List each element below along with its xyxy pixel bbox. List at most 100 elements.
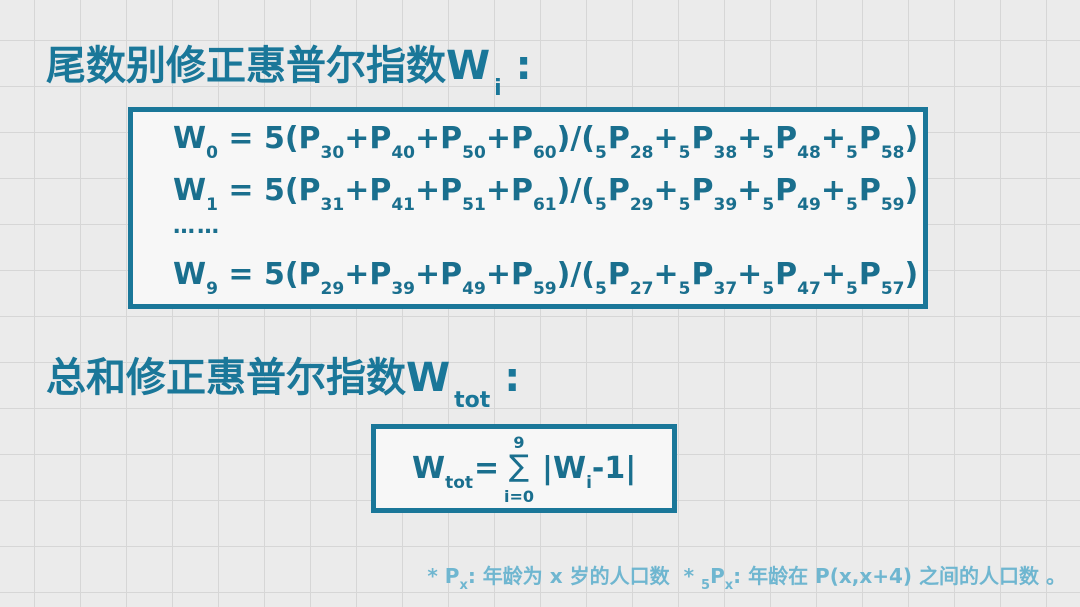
formula-w0-f: 38 [713, 143, 738, 163]
formula-w9-lhs-sub: 9 [206, 279, 218, 299]
formula-w9-plus1: + [653, 257, 679, 292]
total-lhs-w: W [412, 451, 446, 486]
formula-w0-eq: = 5(P [217, 121, 321, 156]
formula-w9-pre3: 5 [762, 279, 775, 299]
formula-w9-c: 49 [462, 279, 486, 299]
heading-wi-text: 尾数别修正惠普尔指数W [46, 43, 491, 89]
formula-w0-pre1: 5 [595, 143, 607, 163]
formula-w9-close: ) [904, 257, 919, 292]
formula-w1-div: )/( [556, 173, 595, 208]
total-formula: Wtot = 9 ∑ i=0 |Wi-1| [412, 429, 672, 508]
formula-w0-p3: P [775, 121, 798, 156]
formula-w1-plus3: + [820, 173, 846, 208]
footnote-desc1: : 年龄为 x 岁的人口数 [467, 564, 670, 588]
formula-w1-b: 41 [391, 195, 416, 215]
total-lhs-sub: tot [445, 473, 474, 493]
formula-w1-pre4: 5 [845, 195, 858, 215]
formula-w1-p4: P [858, 173, 881, 208]
formula-w9-d: 59 [532, 279, 557, 299]
formula-w9: W9 = 5(P29+P39+P49+P59)/(5P27+5P37+5P47+… [173, 260, 918, 298]
formula-w1-plus-p1: +P [344, 173, 392, 208]
formula-w1-a: 31 [320, 195, 345, 215]
formula-ellipsis: …… [173, 214, 221, 239]
footnote-desc2: : 年龄在 P(x,x+4) 之间的人口数 。 [733, 564, 1066, 588]
heading-wi-subscript: i [494, 76, 502, 101]
formula-w0-close: ) [904, 121, 919, 156]
formula-w9-plus2: + [737, 257, 763, 292]
formula-w0-plus-p2: +P [415, 121, 463, 156]
formula-w0-plus-p1: +P [344, 121, 392, 156]
formula-w9-div: )/( [556, 257, 595, 292]
total-formula-lhs: Wtot [412, 451, 473, 493]
sigma-icon: ∑ [508, 449, 530, 484]
formula-w9-f: 37 [713, 279, 738, 299]
total-rhs-sub: i [586, 473, 592, 493]
formula-w0: W0 = 5(P30+P40+P50+P60)/(5P28+5P38+5P48+… [173, 124, 918, 162]
formula-w1-eq: = 5(P [217, 173, 321, 208]
formula-w1-plus2: + [737, 173, 763, 208]
formula-w1-f: 39 [713, 195, 738, 215]
formula-w9-p2: P [691, 257, 714, 292]
formula-w0-b: 40 [391, 143, 416, 163]
heading-wtot-subscript: tot [454, 388, 491, 413]
formula-w9-b: 39 [391, 279, 416, 299]
footnote-star2: * [683, 564, 695, 588]
summation: 9 ∑ i=0 [502, 429, 536, 508]
summation-upper-limit: 9 [513, 433, 525, 452]
total-rhs-open: |W [542, 451, 587, 486]
formula-w1-e: 29 [629, 195, 654, 215]
formula-w1-plus-p3: +P [485, 173, 533, 208]
formula-w0-c: 50 [462, 143, 486, 163]
formula-w9-plus-p1: +P [344, 257, 392, 292]
formula-w9-g: 47 [797, 279, 821, 299]
formula-w0-plus3: + [820, 121, 846, 156]
formula-w9-p1: P [607, 257, 630, 292]
formula-w1: W1 = 5(P31+P41+P51+P61)/(5P29+5P39+5P49+… [173, 176, 918, 214]
total-formula-box: Wtot = 9 ∑ i=0 |Wi-1| [371, 424, 677, 513]
formula-w1-pre2: 5 [678, 195, 691, 215]
heading-wi-colon: : [515, 43, 532, 89]
formula-w0-lhs-sub: 0 [206, 143, 218, 163]
total-formula-rhs: |Wi-1| [542, 451, 636, 493]
formula-w0-d: 60 [532, 143, 557, 163]
formula-w1-h: 59 [880, 195, 905, 215]
footnote-pre5: 5 [701, 578, 711, 593]
formula-w1-p1: P [607, 173, 630, 208]
formula-w1-p3: P [775, 173, 798, 208]
formula-w0-lhs: W [173, 121, 207, 156]
formula-w1-p2: P [691, 173, 714, 208]
formula-w9-lhs: W [173, 257, 207, 292]
heading-wtot-colon: : [504, 355, 521, 401]
formula-w0-g: 48 [797, 143, 821, 163]
formula-w0-a: 30 [320, 143, 345, 163]
formula-w0-plus2: + [737, 121, 763, 156]
formula-w1-g: 49 [797, 195, 821, 215]
formula-w9-pre4: 5 [845, 279, 858, 299]
formula-w0-p1: P [607, 121, 630, 156]
formula-w1-plus-p2: +P [415, 173, 463, 208]
footnote-p: * P [427, 564, 460, 588]
formula-w9-pre2: 5 [678, 279, 691, 299]
formula-w1-pre1: 5 [595, 195, 607, 215]
formula-w9-e: 27 [629, 279, 654, 299]
formula-w1-c: 51 [462, 195, 486, 215]
formula-w1-lhs-sub: 1 [206, 195, 218, 215]
formula-w9-plus3: + [820, 257, 846, 292]
footnote-p2: P [710, 564, 725, 588]
formula-w0-pre3: 5 [762, 143, 775, 163]
footnote-x2: x [724, 578, 734, 593]
formula-w0-p4: P [858, 121, 881, 156]
formula-box: W0 = 5(P30+P40+P50+P60)/(5P28+5P38+5P48+… [128, 107, 928, 309]
formula-w1-d: 61 [532, 195, 557, 215]
formula-w9-pre1: 5 [595, 279, 607, 299]
formula-w9-p3: P [775, 257, 798, 292]
footnote: * Px: 年龄为 x 岁的人口数 * 5Px: 年龄在 P(x,x+4) 之间… [427, 560, 1066, 593]
formula-w0-pre4: 5 [845, 143, 858, 163]
summation-lower-limit: i=0 [503, 487, 535, 506]
formula-w1-plus1: + [653, 173, 679, 208]
formula-w0-plus1: + [653, 121, 679, 156]
formula-w0-p2: P [691, 121, 714, 156]
total-formula-equals: = [474, 451, 500, 486]
formula-w9-a: 29 [320, 279, 345, 299]
